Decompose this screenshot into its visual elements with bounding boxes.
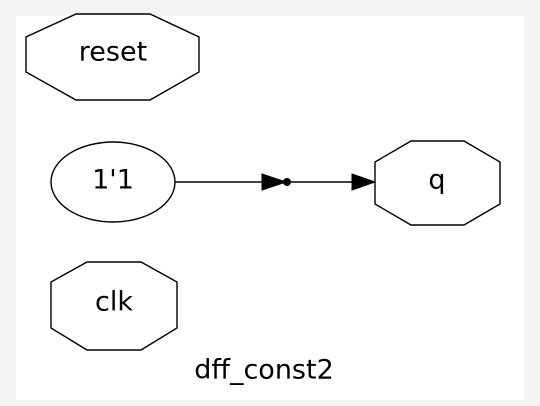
edge-const-to-junction — [175, 173, 288, 191]
node-clk: clk — [50, 261, 178, 351]
q-octagon-shape — [374, 140, 501, 226]
edge-arrowhead-1 — [261, 173, 288, 191]
reset-label: reset — [79, 37, 147, 68]
const-label: 1'1 — [92, 165, 134, 196]
clk-octagon-shape — [50, 261, 178, 351]
clk-label: clk — [95, 287, 133, 318]
node-reset: reset — [25, 13, 200, 101]
edge-arrowhead-2 — [351, 173, 377, 191]
edge-junction-to-q — [291, 173, 377, 191]
reset-octagon-shape — [25, 13, 200, 101]
junction-dot — [283, 178, 291, 186]
node-const: 1'1 — [50, 141, 176, 223]
node-q: q — [374, 140, 501, 226]
graph-title: dff_const2 — [194, 355, 334, 386]
q-label: q — [428, 165, 445, 196]
